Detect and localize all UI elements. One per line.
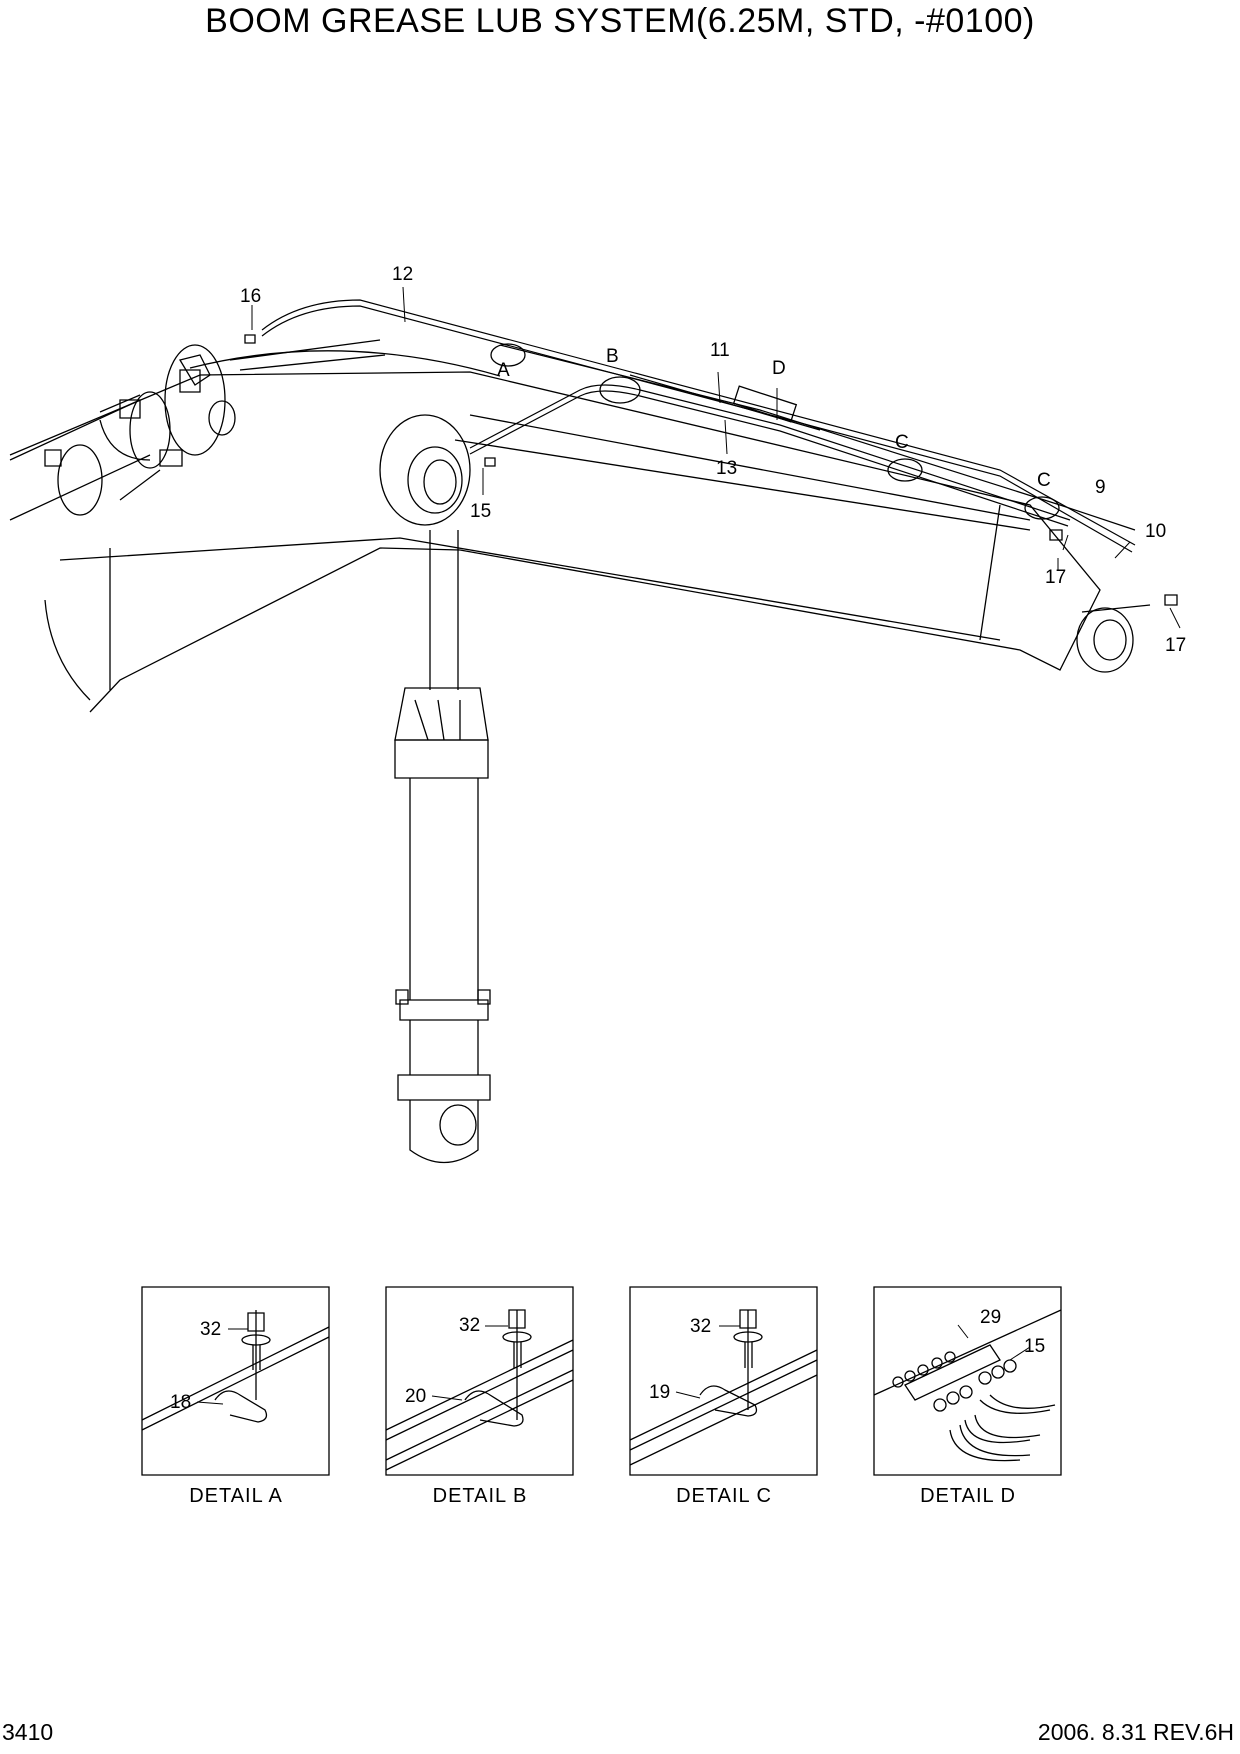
boom-body	[10, 340, 1100, 712]
detail-boxes	[142, 1287, 1061, 1475]
detail-d-callout-29: 29	[980, 1307, 1001, 1328]
callout-B: B	[606, 346, 619, 367]
boom-foot	[10, 345, 235, 700]
detail-b-callout-32: 32	[459, 1315, 480, 1336]
detail-circles	[491, 344, 1059, 519]
callout-17-b: 17	[1165, 635, 1186, 656]
callout-11: 11	[710, 340, 730, 361]
detail-b-box	[386, 1287, 573, 1475]
page-number: 3410	[2, 1719, 54, 1745]
manifold	[734, 386, 797, 422]
leader-lines	[252, 287, 1180, 628]
detail-d-box	[874, 1287, 1061, 1475]
detail-c-box	[630, 1287, 817, 1475]
detail-callouts: 32 18 32 20 32 19 29 15	[170, 1307, 1045, 1413]
callout-C-2: C	[1037, 470, 1051, 491]
callout-9: 9	[1095, 477, 1106, 498]
detail-c-callout-19: 19	[649, 1382, 670, 1403]
detail-a-callout-32: 32	[200, 1319, 221, 1340]
detail-b-callout-20: 20	[405, 1386, 426, 1407]
callout-12: 12	[392, 264, 413, 285]
detail-b-label: DETAIL B	[432, 1485, 528, 1507]
boom-end	[1077, 605, 1150, 672]
detail-c-callout-32: 32	[690, 1316, 711, 1337]
callout-15: 15	[470, 501, 491, 522]
callout-13: 13	[716, 458, 737, 479]
revision-date: 2006. 8.31 REV.6H	[1037, 1719, 1234, 1745]
main-callouts: 12 16 A B 11 D 13 15 C C 9 10 17 17	[240, 264, 1186, 656]
detail-d-callout-15: 15	[1024, 1336, 1045, 1357]
fittings	[245, 335, 1177, 605]
callout-C-1: C	[895, 432, 909, 453]
boom-cylinder	[380, 415, 490, 1163]
callout-D: D	[772, 358, 786, 379]
detail-a-box	[142, 1287, 329, 1475]
callout-A: A	[497, 360, 510, 381]
detail-c-label: DETAIL C	[676, 1485, 772, 1507]
detail-a-label: DETAIL A	[189, 1485, 283, 1507]
callout-16: 16	[240, 286, 261, 307]
detail-d-label: DETAIL D	[920, 1485, 1016, 1507]
page-title: BOOM GREASE LUB SYSTEM(6.25M, STD, -#010…	[205, 2, 1035, 40]
callout-10: 10	[1145, 521, 1166, 542]
callout-17-a: 17	[1045, 567, 1066, 588]
detail-a-callout-18: 18	[170, 1392, 191, 1413]
